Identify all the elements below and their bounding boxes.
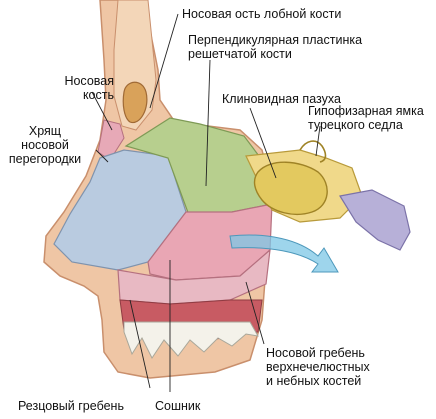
airflow-arrow (229, 234, 339, 273)
label-frontal-spine: Носовая ость лобной кости (182, 7, 342, 21)
frontal-sinus (122, 81, 148, 124)
label-nasal-crest: Носовой гребень верхнечелюстных и небных… (266, 346, 370, 388)
leader-lines (91, 13, 321, 392)
label-nasal-bone: Носовая кость (64, 74, 114, 102)
label-perpendicular-plate: Перпендикулярная пластинка решетчатой ко… (188, 33, 363, 61)
label-hypophyseal-fossa: Гипофизарная ямка турецкого седла (308, 104, 424, 132)
nasal-bone-shape (97, 119, 125, 161)
label-vomer: Сошник (155, 399, 201, 413)
clivus-shape (339, 189, 411, 251)
label-septal-cartilage: Хрящ носовой перегородки (8, 124, 82, 166)
sphenoid-sinus-shape (253, 161, 328, 216)
label-sphenoid-sinus: Клиновидная пазуха (222, 92, 341, 106)
teeth (123, 321, 259, 359)
hypophyseal-fossa-shape (299, 140, 327, 163)
label-incisive-crest: Резцовый гребень (18, 399, 124, 413)
